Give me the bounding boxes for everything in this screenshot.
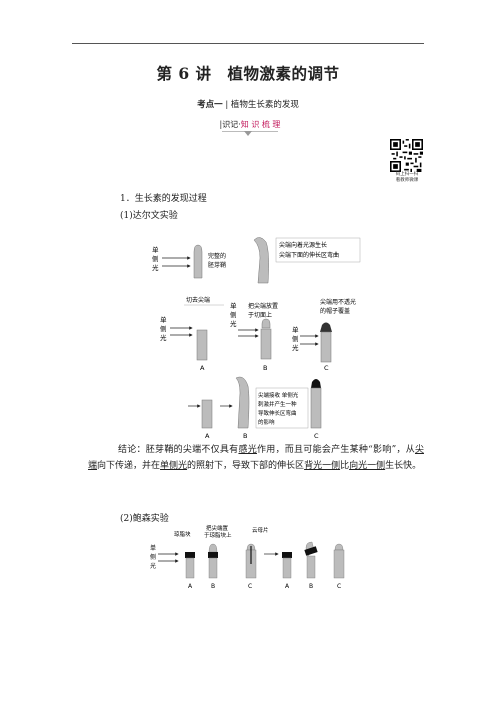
topic-subtitle: 考点一 | 植物生长素的发现 bbox=[0, 98, 496, 110]
coleoptile-tip-placed bbox=[260, 328, 272, 360]
note-2: 刺激并产生一种 bbox=[258, 400, 297, 408]
light-label-3b: 侧 bbox=[230, 310, 237, 319]
darwin-row2: 切去尖端 单 侧 光 A 把尖端放置 于切面上 单 侧 光 B 尖端用不透光 的… bbox=[160, 296, 356, 372]
cap-label-1: 尖端用不透光 bbox=[320, 298, 356, 306]
tag-text: 知 识 梳 理 bbox=[240, 120, 281, 129]
mica-label: 云母片 bbox=[252, 526, 269, 534]
b-letter-b2: B bbox=[309, 583, 313, 590]
conclusion-u5: 向光一侧 bbox=[349, 461, 386, 471]
darwin-experiment-figure: 单 侧 光 完整的 胚芽鞘 尖端向着光源生长 尖端下面的伸长区弯曲 切去尖端 单… bbox=[152, 237, 361, 440]
coleoptile-cut bbox=[196, 329, 208, 361]
light-label-1b: 侧 bbox=[152, 254, 159, 263]
light-label-2a: 单 bbox=[160, 315, 167, 324]
conclusion-lead: 结论：胚芽鞘的尖端不仅具有 bbox=[118, 445, 239, 455]
cap-label-2: 的帽子覆盖 bbox=[320, 307, 350, 315]
light-label-b3: 光 bbox=[150, 562, 156, 570]
coleoptile-intact bbox=[193, 244, 203, 279]
coleoptile-bent bbox=[253, 237, 269, 284]
light-label-2c: 光 bbox=[160, 333, 167, 342]
conclusion-t3: 向下传递，并在 bbox=[97, 461, 161, 471]
qr-caption: 码上扫一扫 看教师微课 bbox=[383, 172, 431, 184]
light-label-3a: 单 bbox=[230, 301, 237, 310]
conclusion-paragraph: 结论：胚芽鞘的尖端不仅具有感光作用，而且可能会产生某种“影响”，从尖端向下传递，… bbox=[88, 442, 424, 474]
section-heading-1: 1．生长素的发现过程 bbox=[120, 194, 207, 204]
cut-tip-label: 切去尖端 bbox=[186, 296, 210, 304]
letter-c-2: C bbox=[314, 432, 319, 440]
qr-caption-line2: 看教师微课 bbox=[395, 178, 419, 183]
conclusion-u2: 尖端 bbox=[88, 445, 424, 471]
light-label-2b: 侧 bbox=[160, 324, 167, 333]
light-label-b2: 侧 bbox=[150, 553, 156, 561]
place-label-1: 把尖端置 bbox=[206, 524, 229, 532]
letter-b-2: B bbox=[243, 432, 247, 440]
b-letter-c1: C bbox=[248, 583, 252, 590]
note-4: 的影响 bbox=[258, 418, 275, 426]
intact-label-1: 完整的 bbox=[208, 252, 226, 260]
opaque-cap bbox=[320, 322, 332, 332]
conclusion-u4: 背光一侧 bbox=[304, 461, 341, 471]
header-rule bbox=[72, 43, 424, 44]
conclusion-t6: 生长快。 bbox=[385, 461, 422, 471]
b-letter-c2: C bbox=[337, 583, 341, 590]
subsection-darwin: (1)达尔文实验 bbox=[120, 211, 178, 221]
light-label-1c: 光 bbox=[152, 263, 159, 272]
note-1: 尖端接收 单侧光 bbox=[258, 391, 299, 399]
subtitle-text: 植物生长素的发现 bbox=[230, 100, 299, 110]
subsection-boysen: (2)鲍森实验 bbox=[120, 514, 169, 524]
letter-b-1: B bbox=[263, 364, 267, 372]
page-title: 第 6 讲 植物激素的调节 bbox=[156, 64, 340, 83]
tag-prefix: |识记· bbox=[219, 120, 241, 129]
b-letter-a1: A bbox=[188, 583, 193, 590]
light-label-1a: 单 bbox=[152, 245, 159, 254]
darwin-row1: 单 侧 光 完整的 胚芽鞘 尖端向着光源生长 尖端下面的伸长区弯曲 bbox=[152, 237, 361, 284]
light-label-b1: 单 bbox=[150, 544, 156, 552]
result-label-1: 尖端向着光源生长 bbox=[279, 241, 327, 249]
boysen-experiment-figure: 琼脂块 把尖端置 于琼脂块上 云母片 单 侧 光 A B C A B C bbox=[150, 524, 345, 590]
light-label-4b: 侧 bbox=[292, 334, 299, 343]
agar-label: 琼脂块 bbox=[174, 530, 191, 538]
conclusion-t4: 的照射下，导致下部的伸长区 bbox=[187, 461, 305, 471]
darwin-row3: A B 尖端接收 单侧光 刺激并产生一种 导致伸长区弯曲 的影响 C bbox=[188, 376, 322, 440]
light-label-3c: 光 bbox=[230, 319, 237, 328]
result-label-2: 尖端下面的伸长区弯曲 bbox=[279, 251, 339, 259]
boysen-plants bbox=[185, 541, 345, 579]
letter-c-1: C bbox=[324, 364, 329, 372]
conclusion-u1: 感光 bbox=[238, 445, 257, 455]
b-letter-a2: A bbox=[285, 583, 290, 590]
letter-a-1: A bbox=[200, 364, 205, 372]
subtitle-separator: | bbox=[225, 100, 229, 110]
subtitle-prefix: 考点一 bbox=[197, 100, 223, 110]
section-tag: |识记·知 识 梳 理 bbox=[210, 119, 290, 130]
letter-a-2: A bbox=[205, 432, 210, 440]
light-label-4c: 光 bbox=[292, 343, 299, 352]
intact-label-2: 胚芽鞘 bbox=[208, 261, 226, 269]
tag-triangle-icon bbox=[244, 131, 252, 136]
conclusion-t2: 作用，而且可能会产生某种“影响”，从 bbox=[256, 445, 415, 455]
coleoptile-capped bbox=[320, 331, 332, 363]
note-3: 导致伸长区弯曲 bbox=[258, 409, 297, 417]
light-label-4a: 单 bbox=[292, 325, 299, 334]
conclusion-t5: 比 bbox=[340, 461, 350, 471]
place-label-2: 于琼脂块上 bbox=[204, 531, 232, 539]
place-tip-label-1: 把尖端放置 bbox=[248, 302, 278, 310]
b-letter-b1: B bbox=[211, 583, 215, 590]
qr-code-icon[interactable] bbox=[390, 139, 423, 172]
qr-caption-line1: 码上扫一扫 bbox=[395, 172, 419, 177]
place-tip-label-2: 于切面上 bbox=[248, 311, 272, 319]
conclusion-u3: 单侧光 bbox=[160, 461, 188, 471]
